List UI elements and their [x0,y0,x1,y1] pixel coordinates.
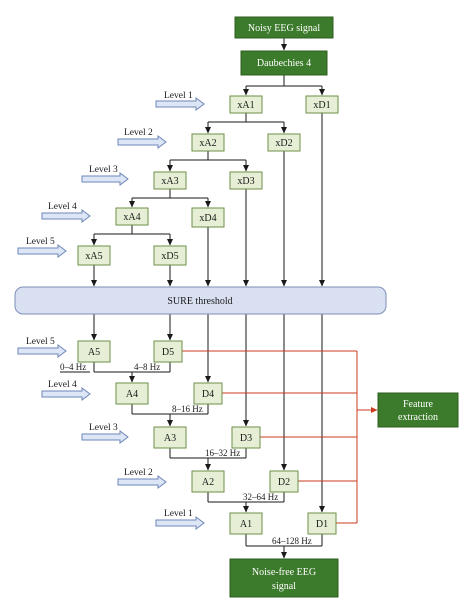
feature-extraction-box: Feature extraction [377,392,459,428]
noisy-eeg-signal-label: Noisy EEG signal [248,23,320,34]
node-A3-label: A3 [164,433,176,444]
decomposition-connectors [91,38,325,513]
node-xA3-label: xA3 [161,176,178,187]
feature-label-line1: Feature [403,399,434,410]
decomp-level-2-arrow-icon [117,135,167,149]
recon-level-5-label: Level 5 [26,337,55,347]
reconstruction-level-5: Level 5 [17,337,67,358]
node-A1: A1 [229,512,263,535]
decomposition-level-1: Level 1 [155,91,205,111]
decomp-level-3-arrow-icon [81,172,129,186]
recon-level-3-label: Level 3 [89,423,118,433]
recon-level-5-arrow-icon [17,344,67,358]
recon-level-4-arrow-icon [41,387,91,401]
daubechies-box: Daubechies 4 [240,50,328,76]
node-xD5: xD5 [153,245,187,266]
node-xA5: xA5 [77,245,111,266]
decomp-level-4-arrow-icon [41,209,91,223]
node-xD3: xD3 [229,171,263,190]
node-xD5-label: xD5 [161,251,178,262]
node-xA2: xA2 [191,133,225,152]
reconstruction-level-2: Level 2 [117,468,167,489]
node-A4-label: A4 [126,389,138,400]
node-A5: A5 [77,340,111,363]
node-xA1: xA1 [229,95,263,114]
decomp-level-5-arrow-icon [17,244,67,258]
node-D2-label: D2 [278,477,290,488]
noisy-eeg-signal-box: Noisy EEG signal [234,16,334,39]
band-label-1: 4–8 Hz [134,362,160,372]
node-xD4: xD4 [191,207,225,228]
node-xA3: xA3 [153,171,187,190]
node-D5-label: D5 [162,347,174,358]
band-label-5: 64–128 Hz [272,536,312,546]
node-D1: D1 [307,512,337,535]
node-xD2-label: xD2 [275,138,292,149]
decomposition-level-3: Level 3 [81,165,129,186]
node-xA4: xA4 [115,207,149,226]
reconstruction-level-3: Level 3 [81,423,129,444]
node-xD1-label: xD1 [313,100,330,111]
node-D3: D3 [231,426,261,449]
daubechies-label: Daubechies 4 [257,58,311,69]
noise-free-eeg-signal-box: Noise-free EEG signal [229,558,339,598]
decomp-level-3-label: Level 3 [89,165,118,175]
node-xA5-label: xA5 [85,251,102,262]
node-xD4-label: xD4 [199,213,216,224]
band-label-2: 8–16 Hz [172,404,203,414]
band-label-3: 16–32 Hz [205,448,240,458]
node-A3: A3 [153,426,187,449]
node-D4-label: D4 [202,389,214,400]
node-D1-label: D1 [316,519,328,530]
feature-extraction-lines [182,350,378,524]
node-xD1: xD1 [305,95,339,114]
sure-threshold-band: SURE threshold [14,286,387,315]
node-D3-label: D3 [240,433,252,444]
decomposition-level-2: Level 2 [117,128,167,149]
band-label-0: 0–4 Hz [60,362,86,372]
output-label-line2: signal [272,581,296,592]
band-label-4: 32–64 Hz [243,492,278,502]
recon-level-1-label: Level 1 [164,509,193,519]
node-xA1-label: xA1 [237,100,254,111]
node-A5-label: A5 [88,347,100,358]
recon-level-4-label: Level 4 [48,380,77,390]
reconstruction-level-1: Level 1 [155,509,205,530]
recon-level-2-arrow-icon [117,475,167,489]
sure-threshold-label: SURE threshold [167,296,232,307]
frequency-band-labels: 0–4 Hz 4–8 Hz 8–16 Hz 16–32 Hz 32–64 Hz … [60,362,318,547]
decomposition-level-5: Level 5 [17,237,67,258]
node-A1-label: A1 [240,519,252,530]
node-A2-label: A2 [202,477,214,488]
recon-level-2-label: Level 2 [124,468,153,478]
node-D4: D4 [193,382,223,405]
node-D2: D2 [269,470,299,493]
decomp-level-2-label: Level 2 [124,128,153,138]
node-A4: A4 [115,382,149,405]
decomp-level-1-arrow-icon [155,97,205,111]
decomp-level-1-label: Level 1 [164,91,193,101]
node-xD3-label: xD3 [237,176,254,187]
node-xA2-label: xA2 [199,138,216,149]
decomp-level-5-label: Level 5 [26,237,55,247]
node-xD2: xD2 [267,133,301,152]
node-A2: A2 [191,470,225,493]
node-xA4-label: xA4 [123,212,140,223]
recon-level-3-arrow-icon [81,430,129,444]
decomp-level-4-label: Level 4 [48,202,77,212]
output-label-line1: Noise-free EEG [252,567,316,578]
decomposition-level-4: Level 4 [41,202,91,223]
node-D5: D5 [153,340,183,363]
feature-label-line2: extraction [398,412,438,423]
recon-level-1-arrow-icon [155,516,205,530]
reconstruction-level-4: Level 4 [41,380,91,401]
